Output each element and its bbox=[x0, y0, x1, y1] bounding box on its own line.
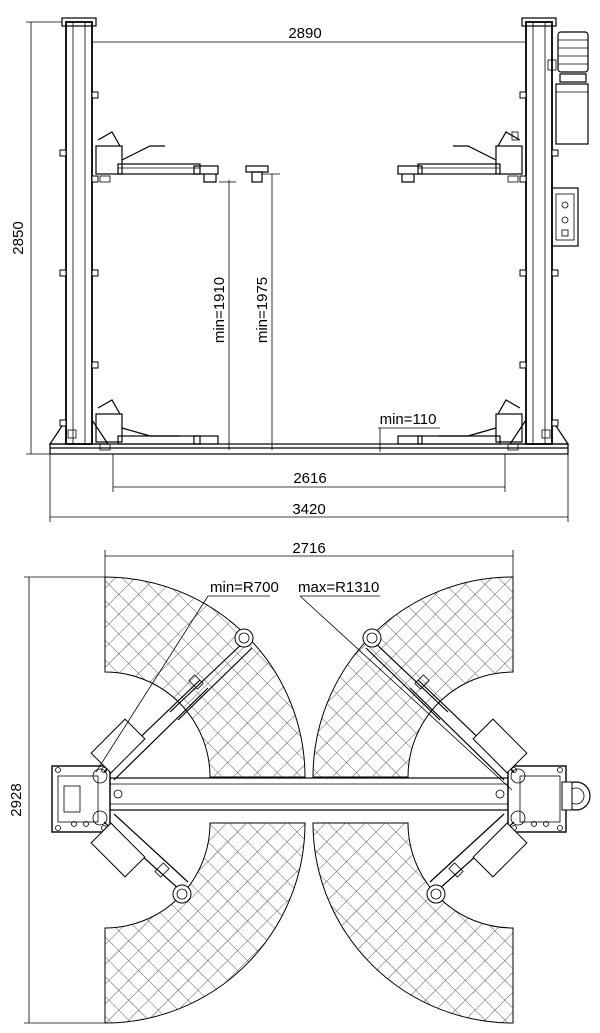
right-column-base bbox=[507, 765, 567, 833]
lower-left-top-arm bbox=[90, 813, 192, 904]
min-radius-label: min=R700 bbox=[210, 579, 279, 596]
left-column-base bbox=[51, 765, 111, 833]
dim-min-110: min=110 bbox=[380, 411, 437, 428]
top-view: min=R700 max=R1310 2716 2928 bbox=[8, 540, 591, 1024]
lower-right-top-arm bbox=[426, 813, 528, 904]
dim-column-spacing: 2890 bbox=[288, 25, 321, 42]
front-view: 2890 2850 min=1910 min=1975 min=110 2616… bbox=[10, 17, 589, 522]
upper-right-reach-zone bbox=[312, 576, 514, 778]
hydraulic-power-unit bbox=[547, 31, 589, 145]
dim-drive-through-width: 2616 bbox=[293, 470, 326, 487]
lower-left-arm bbox=[95, 399, 219, 451]
height-adapter bbox=[245, 165, 269, 183]
cross-beam bbox=[109, 777, 509, 811]
lower-left-reach-zone bbox=[104, 822, 306, 1024]
upper-left-arm bbox=[95, 131, 219, 183]
left-column bbox=[59, 17, 99, 445]
upper-left-reach-zone bbox=[104, 576, 306, 778]
lower-right-arm bbox=[397, 399, 523, 451]
dim-overall-depth: 2928 bbox=[8, 783, 25, 816]
dim-arm-reach-width: 2716 bbox=[292, 540, 325, 557]
upper-left-top-arm bbox=[90, 628, 254, 781]
motor-top-view bbox=[561, 781, 591, 811]
dim-min-1910: min=1910 bbox=[211, 277, 228, 343]
max-radius-label: max=R1310 bbox=[298, 579, 379, 596]
dim-min-1975: min=1975 bbox=[254, 277, 271, 343]
left-column-foot bbox=[48, 418, 110, 445]
right-column-foot bbox=[508, 418, 570, 445]
upper-right-top-arm bbox=[362, 628, 528, 781]
control-box bbox=[551, 187, 579, 247]
dim-overall-width: 3420 bbox=[292, 501, 325, 518]
base-plate bbox=[49, 443, 569, 455]
lower-right-reach-zone bbox=[312, 822, 514, 1024]
dim-overall-height: 2850 bbox=[10, 221, 27, 254]
upper-right-arm bbox=[397, 131, 523, 183]
